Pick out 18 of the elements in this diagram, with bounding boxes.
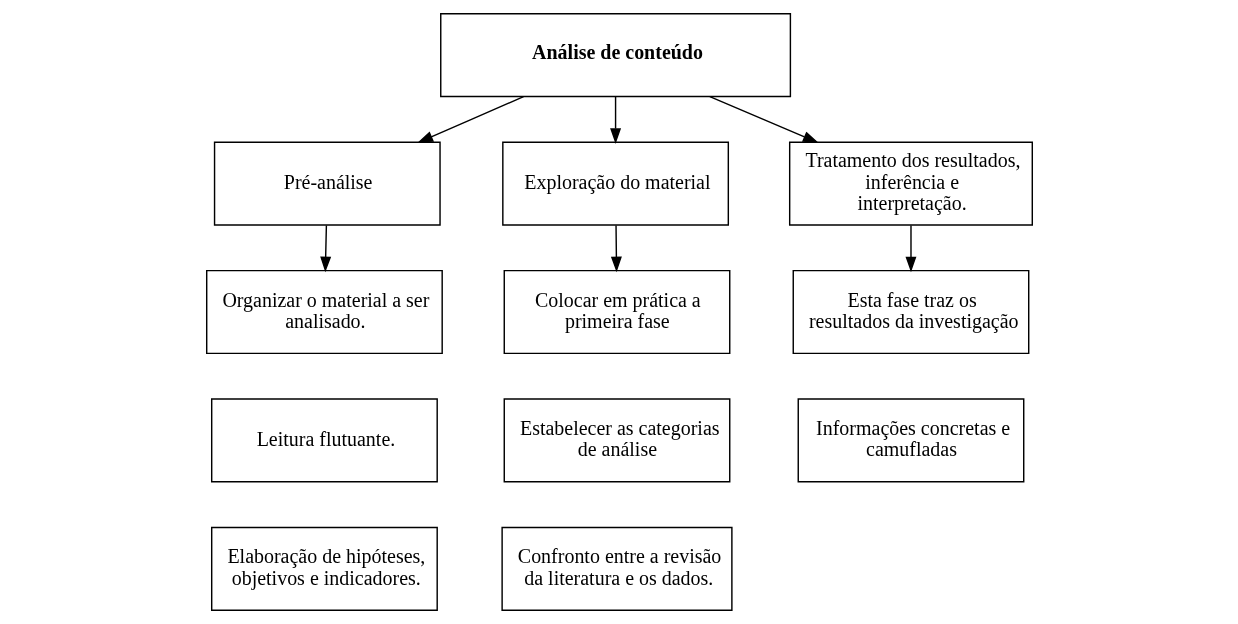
arrow: [610, 224, 622, 273]
arrow: [416, 95, 524, 143]
node-box: Tratamento dos resultados, inferência e interpretação.: [788, 141, 1033, 226]
arrow: [319, 224, 331, 273]
node-box: Exploração do material: [501, 141, 729, 226]
node-box: Pré-análise: [213, 141, 441, 226]
node-box: Estabelecer as categorias de análise: [503, 398, 730, 483]
arrow: [708, 95, 819, 143]
node-box: Esta fase traz os resultados da investigação: [792, 269, 1029, 355]
node-box: Informações concretas e camufladas: [797, 398, 1024, 483]
node-box: Análise de conteúdo: [439, 13, 791, 98]
node-box: Colocar em prática a primeira fase: [503, 269, 730, 355]
node-box: Organizar o material a ser analisado.: [205, 269, 443, 355]
node-box: Confronto entre a revisão da literatura e os dados.: [500, 526, 733, 611]
arrow: [905, 224, 916, 273]
node-box: Leitura flutuante.: [210, 398, 438, 483]
node-box: Elaboração de hipóteses, objetivos e indicadores.: [210, 526, 438, 611]
arrow: [609, 96, 621, 144]
